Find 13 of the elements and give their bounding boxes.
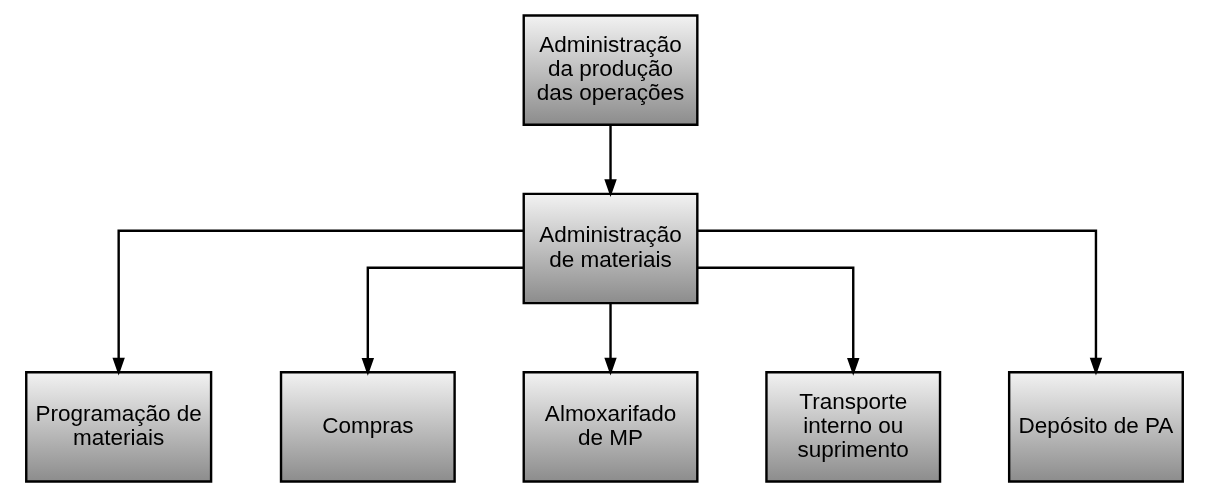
node-box: Transporte interno ou suprimento [765, 370, 942, 483]
node-box: Depósito de PA [1007, 370, 1184, 483]
arrow [361, 266, 524, 376]
arrow [697, 266, 860, 376]
arrow [604, 124, 617, 197]
arrow [112, 229, 524, 375]
node-box: Administração de materiais [522, 192, 699, 304]
node-box: Programação de materiais [25, 370, 213, 483]
arrow [697, 229, 1103, 375]
node-box: Compras [279, 370, 456, 483]
node-box: Administração da produção das operações [522, 13, 699, 126]
node-box: Almoxarifado de MP [522, 370, 699, 483]
arrow [604, 303, 617, 375]
